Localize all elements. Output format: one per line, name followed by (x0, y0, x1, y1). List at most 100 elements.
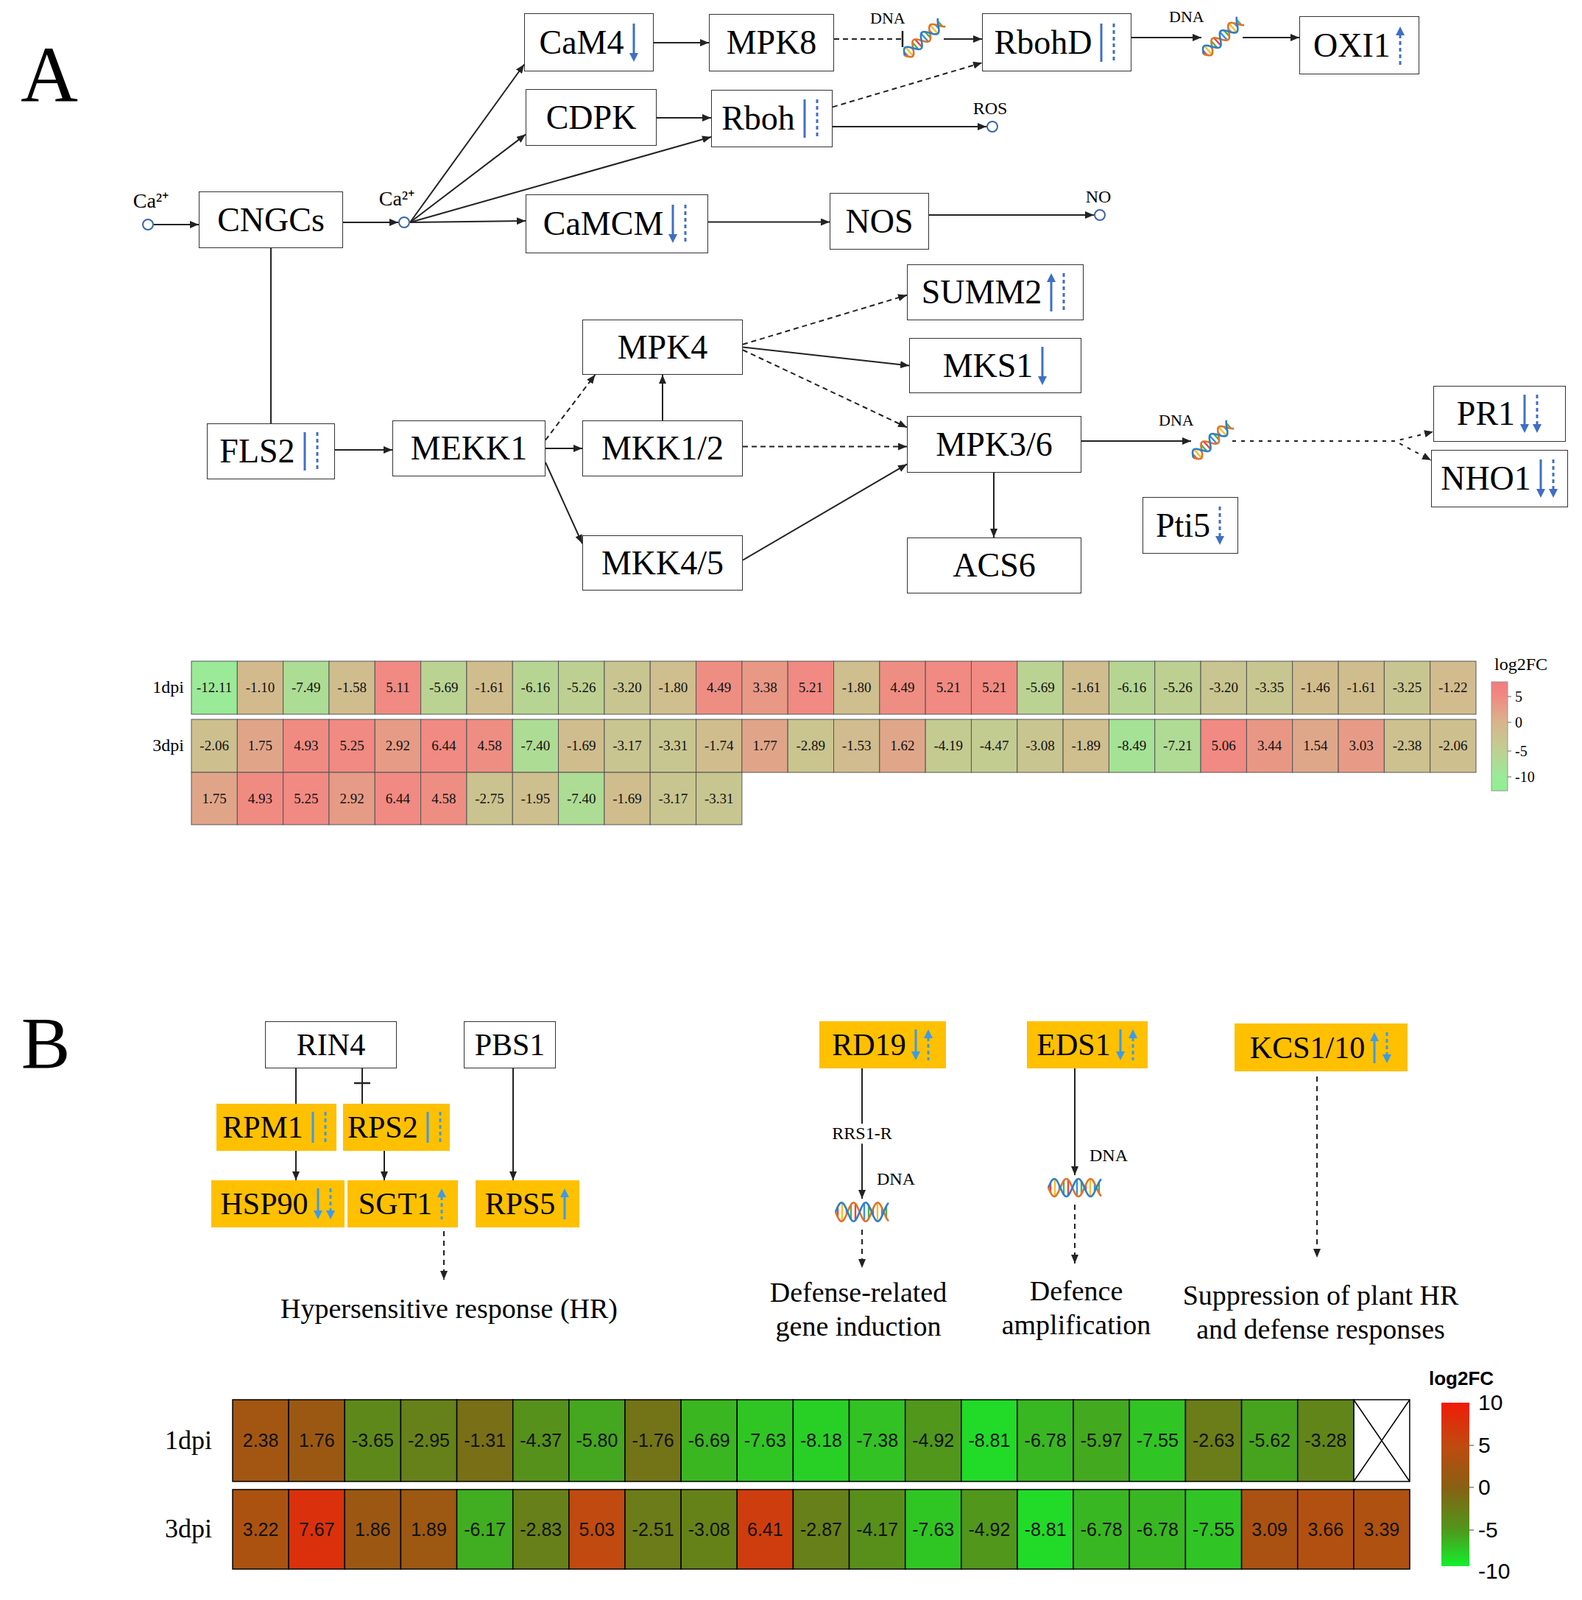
heatmap-value: -4.92 (905, 1399, 962, 1482)
heatmap-value: -5.97 (1073, 1399, 1130, 1482)
node-label: NOS (845, 204, 913, 239)
heatmap-cell (1246, 719, 1292, 773)
heatmap-cell (1241, 1489, 1298, 1569)
heatmap-cell (191, 719, 238, 773)
empty-cell (1353, 1399, 1410, 1482)
heatmap-cell (787, 661, 834, 715)
connector (410, 64, 525, 223)
heatmap-value: -1.61 (466, 661, 513, 715)
heatmap-value: -4.37 (513, 1399, 570, 1482)
gene-box: MEKK1 (392, 420, 546, 477)
color-bar (1441, 1402, 1470, 1566)
heatmap-value: -1.80 (834, 661, 880, 715)
connector (656, 117, 712, 119)
heatmap-cell (925, 719, 971, 773)
heatmap-cell (374, 772, 421, 825)
heatmap-cell (1430, 719, 1476, 773)
heatmap-cell (512, 719, 559, 773)
node-label: RbohD (994, 25, 1093, 60)
regulation-symbol (1519, 393, 1543, 434)
heatmap-cell (1185, 1489, 1242, 1569)
heatmap-value: 6.41 (736, 1489, 793, 1569)
heatmap-cell (1200, 719, 1247, 773)
heatmap-value: -5.69 (421, 661, 467, 715)
heatmap-value: -1.61 (1338, 661, 1384, 715)
connector (1232, 440, 1432, 461)
gene-box: SUMM2 (906, 264, 1084, 321)
heatmap-cell (834, 719, 880, 773)
heatmap-value: -8.18 (792, 1399, 849, 1482)
heatmap-value: -5.69 (1017, 661, 1064, 715)
heatmap-cell (834, 661, 880, 715)
outcome-note: Hypersensitive response (HR) (280, 1292, 618, 1326)
heatmap-cell (232, 1399, 289, 1482)
heatmap-value: 1.75 (191, 772, 238, 825)
dna-node: DNA (902, 20, 944, 58)
legend-tick: -5 (1515, 742, 1528, 760)
heatmap-value: 1.77 (742, 719, 788, 773)
dna-node: DNA (834, 1198, 891, 1225)
node-label: RD19 (831, 1029, 906, 1061)
heatmap-cell (1338, 719, 1384, 773)
heatmap-value: 6.44 (374, 772, 421, 825)
gene-box: CDPK (525, 89, 657, 146)
node-label: CaM4 (539, 25, 625, 60)
heatmap-cell (1353, 1489, 1410, 1569)
heatmap-cell (742, 661, 788, 715)
heatmap-cell (421, 661, 467, 715)
dna-helix (1191, 422, 1233, 460)
heatmap-cell (650, 661, 696, 715)
heatmap-value: -7.40 (558, 772, 605, 825)
heatmap-cell (624, 1399, 681, 1482)
heatmap-cell (283, 661, 330, 715)
heatmap-cell (191, 661, 238, 715)
dna-node: DNA (1201, 19, 1243, 56)
heatmap-value: -1.61 (1063, 661, 1109, 715)
heatmap-cell (237, 661, 283, 715)
node-label: DNA (876, 1169, 916, 1190)
heatmap-value: 2.38 (232, 1399, 289, 1482)
leader-line (443, 1230, 445, 1280)
heatmap-value: -3.31 (650, 719, 696, 773)
gene-box: Rboh (711, 89, 833, 148)
heatmap-value: -2.06 (1430, 719, 1476, 773)
gene-box: MKS1 (909, 337, 1082, 394)
heatmap-value: 5.21 (925, 661, 971, 715)
gene-box: CNGCs (198, 191, 344, 249)
connector (708, 221, 830, 224)
heatmap-cell (905, 1399, 962, 1482)
heatmap-cell (1017, 719, 1064, 773)
node-label: RPM1 (222, 1111, 304, 1143)
gene-box: ACS6 (906, 537, 1082, 594)
heatmap-cell (1129, 1399, 1186, 1482)
gene-box: MKK4/5 (582, 535, 743, 591)
node-label: RPS5 (485, 1188, 556, 1220)
node-label: PBS1 (474, 1029, 546, 1061)
legend-tick: 5 (1478, 1432, 1491, 1459)
heatmap-cell (1241, 1399, 1298, 1482)
heatmap-cell (879, 661, 926, 715)
molecule-circle: Ca²⁺ (142, 218, 154, 231)
heatmap-value: 2.92 (329, 772, 375, 825)
heatmap-cell (1383, 719, 1430, 773)
connector (742, 295, 907, 345)
heatmap-value: -8.49 (1108, 719, 1155, 773)
heatmap-cell (1155, 719, 1201, 773)
heatmap-cell (283, 719, 330, 773)
heatmap-value: -4.17 (849, 1489, 906, 1569)
heatmap-cell (329, 661, 375, 715)
connector (832, 62, 983, 107)
connector (653, 41, 709, 44)
node-label: SGT1 (358, 1188, 433, 1220)
heatmap-value: -7.63 (905, 1489, 962, 1569)
node-label: Rboh (721, 101, 796, 136)
heatmap-value: -2.63 (1185, 1399, 1242, 1482)
heatmap-cell (558, 661, 605, 715)
gene-box: KCS1/10 (1234, 1023, 1408, 1072)
heatmap-value: -1.10 (237, 661, 283, 715)
color-bar-ticks (1469, 1445, 1474, 1530)
heatmap-value: 3.44 (1246, 719, 1292, 773)
heatmap-cell (421, 772, 467, 825)
regulation-symbol (422, 1110, 446, 1144)
heatmap-cell (1073, 1489, 1130, 1569)
